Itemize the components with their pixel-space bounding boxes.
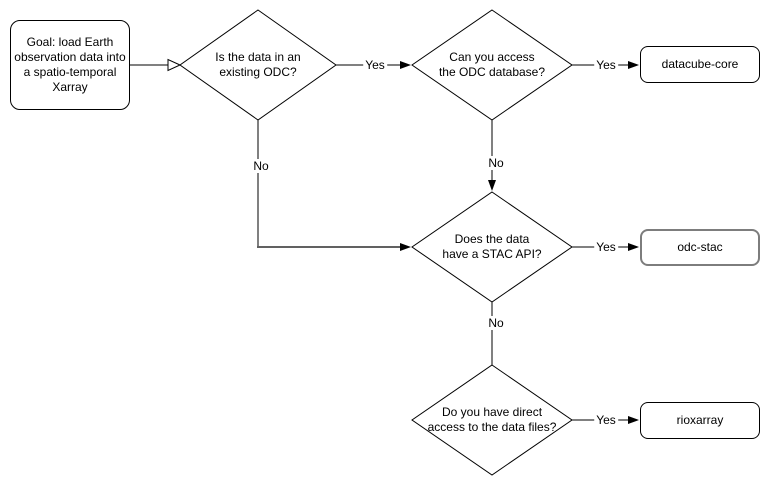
arrowhead-icon xyxy=(400,243,411,251)
start-node-text-line: Goal: load Earth xyxy=(26,35,114,49)
decision-diamond-stac-api xyxy=(411,191,573,303)
decision-label-stac-api: Does the data have a STAC API? xyxy=(422,232,562,262)
result-node-label: datacube-core xyxy=(661,57,739,71)
decision-label-odc-database: Can you access the ODC database? xyxy=(422,50,562,80)
edge-label-existing-odc-yes: Yes xyxy=(363,58,387,72)
result-node-rioxarray: rioxarray xyxy=(640,402,760,439)
decision-text-line: the ODC database? xyxy=(438,65,546,79)
arrowhead-icon xyxy=(628,243,639,251)
start-node-text-line: Xarray xyxy=(52,80,88,94)
result-node-label: odc-stac xyxy=(677,240,723,254)
decision-label-existing-odc: Is the data in an existing ODC? xyxy=(188,50,328,80)
result-node-datacube-core: datacube-core xyxy=(640,46,760,83)
decision-text-line: access to the data files? xyxy=(427,420,557,434)
arrowhead-icon xyxy=(628,61,639,69)
decision-text-line: have a STAC API? xyxy=(442,247,542,261)
open-arrowhead-icon xyxy=(167,58,182,72)
decision-diamond-direct-access xyxy=(411,364,573,476)
decision-diamond-odc-database xyxy=(411,9,573,121)
decision-diamond-existing-odc xyxy=(179,9,337,121)
result-node-label: rioxarray xyxy=(676,413,724,427)
edge-label-stac-api-no: No xyxy=(486,316,506,330)
edge-label-direct-access-yes: Yes xyxy=(594,413,618,427)
result-node-odc-stac: odc-stac xyxy=(640,229,760,266)
edge-label-stac-api-yes: Yes xyxy=(594,240,618,254)
decision-text-line: Do you have direct xyxy=(441,405,543,419)
decision-text-line: existing ODC? xyxy=(219,65,297,79)
arrowhead-icon xyxy=(628,416,639,424)
arrowhead-icon xyxy=(488,180,496,191)
decision-text-line: Is the data in an xyxy=(215,50,301,64)
arrowhead-icon xyxy=(400,61,411,69)
decision-label-direct-access: Do you have direct access to the data fi… xyxy=(407,405,577,435)
start-node-text-line: a spatio-temporal xyxy=(23,65,117,79)
edge-label-odc-database-no: No xyxy=(486,156,506,170)
edge-label-existing-odc-no: No xyxy=(251,159,271,173)
start-node-goal: Goal: load Earth observation data into a… xyxy=(10,20,130,110)
decision-text-line: Can you access xyxy=(449,50,535,64)
edge-label-odc-database-yes: Yes xyxy=(594,58,618,72)
start-node-text-line: observation data into xyxy=(14,50,126,64)
decision-text-line: Does the data xyxy=(454,232,530,246)
